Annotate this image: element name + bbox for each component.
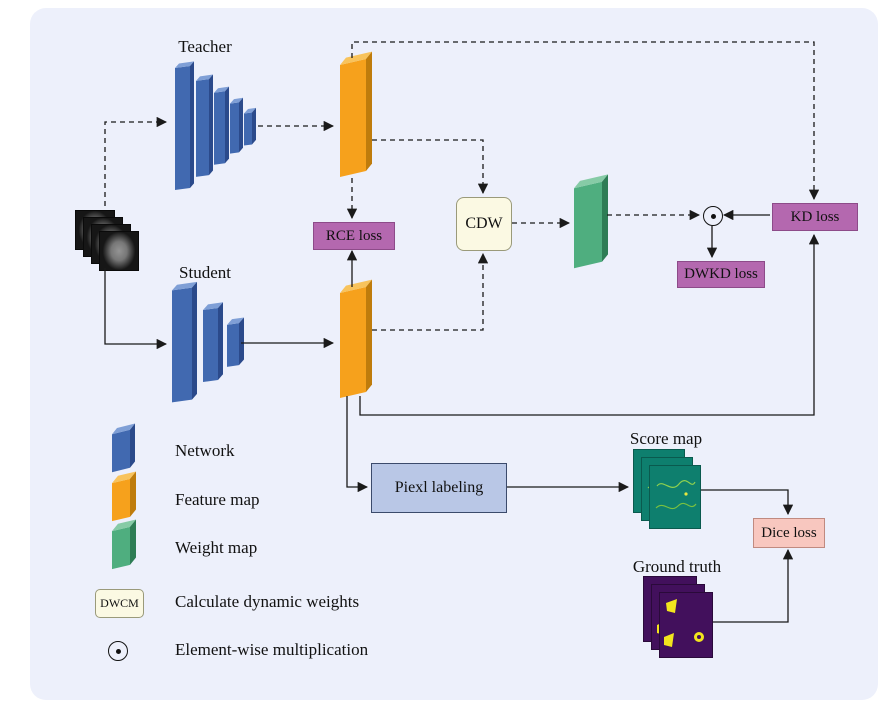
network-layer-bar [214,91,225,165]
network-layer-bar [196,79,209,177]
legend-dwcm-box: DWCM [95,589,144,618]
rce-loss-box: RCE loss [313,222,395,250]
score-map-image [649,465,701,529]
legend-weight-map-swatch [112,526,130,570]
ground-truth-image [659,592,713,658]
score-map-label: Score map [629,429,703,448]
legend-dwcm-label: Calculate dynamic weights [175,592,360,611]
teacher-feature-map [340,58,366,178]
network-layer-bar [230,102,239,154]
ground-truth-label: Ground truth [632,557,722,576]
teacher-label: Teacher [178,37,232,56]
network-layer-bar [175,65,190,191]
network-layer-bar [227,323,239,367]
dice-loss-box: Dice loss [753,518,825,548]
legend-weight-map-label: Weight map [175,538,258,557]
kd-loss-box: KD loss [772,203,858,231]
network-layer-bar [172,287,192,403]
diagram-background-panel [30,8,878,700]
mri-image [99,231,139,271]
legend-network-label: Network [175,441,235,460]
legend-elementwise-multiplication-icon [108,641,128,661]
legend-multiply-label: Element-wise multiplication [175,640,369,659]
network-layer-bar [244,112,252,146]
pixel-labeling-box: Piexl labeling [371,463,507,513]
elementwise-multiplication-icon [703,206,723,226]
dwkd-loss-box: DWKD loss [677,261,765,288]
student-label: Student [179,263,231,282]
weight-map [574,181,602,269]
student-feature-map [340,286,366,399]
cdw-box: CDW [456,197,512,251]
legend-feature-map-swatch [112,478,130,522]
network-layer-bar [203,307,218,383]
legend-feature-map-label: Feature map [175,490,260,509]
legend-network-swatch [112,429,130,473]
